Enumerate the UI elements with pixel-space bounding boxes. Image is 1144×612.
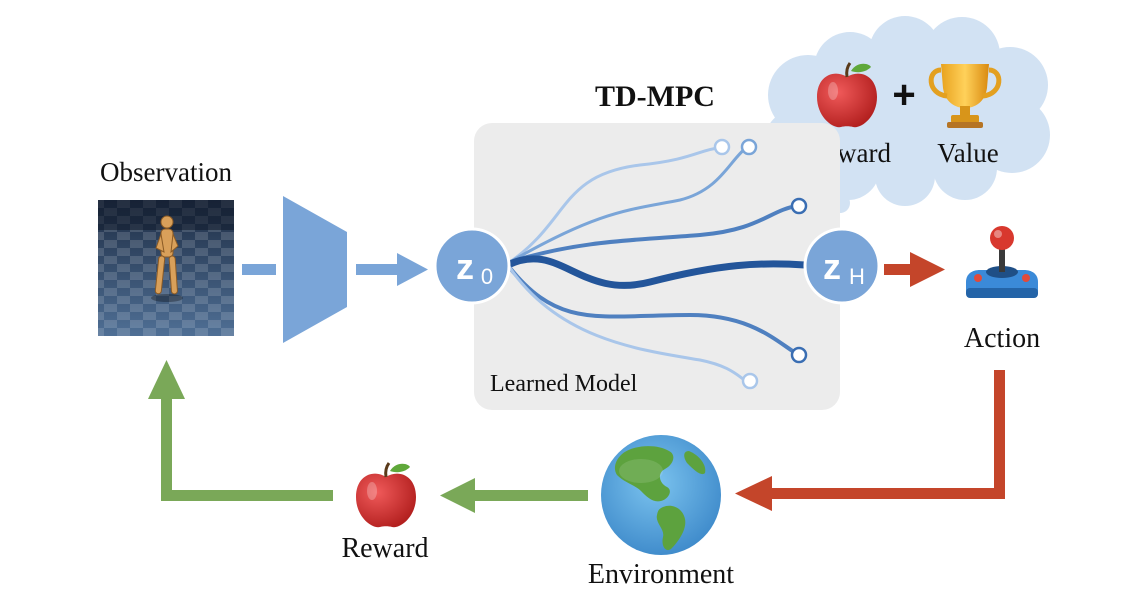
joystick-icon: [966, 226, 1038, 298]
endpoint-light-bottom: [741, 372, 759, 390]
endpoint-mid-top: [790, 197, 808, 215]
encoder-to-z0-arrow: [356, 253, 428, 286]
zh-subscript: H: [849, 264, 865, 289]
action-label: Action: [964, 323, 1040, 354]
thought-value-label: Value: [937, 138, 998, 168]
endpoint-light-top-1: [713, 138, 731, 156]
endpoint-light-top-2: [740, 138, 758, 156]
reward-apple-icon: [356, 462, 416, 528]
endpoint-mid-bottom: [790, 346, 808, 364]
reward-to-observation-arrow: [148, 360, 333, 501]
zh-to-action-arrow: [884, 252, 945, 287]
trajectory-light-top-2: [508, 146, 748, 264]
trajectory-main: [504, 255, 809, 289]
plus-sign: +: [892, 73, 915, 117]
trajectory-light-bottom: [508, 266, 748, 383]
obs-to-encoder-connector: [242, 264, 276, 275]
z0-letter: z: [456, 246, 474, 287]
rollout-trajectories: [504, 146, 809, 383]
encoder-trapezoid: [283, 196, 347, 343]
latent-zh-node: z H: [803, 227, 881, 305]
apple-icon: [817, 62, 877, 128]
diagram-title: TD-MPC: [595, 80, 715, 113]
action-to-environment-arrow: [735, 370, 1005, 511]
humanoid-figure: [154, 215, 179, 295]
observation-label: Observation: [100, 157, 232, 187]
z0-subscript: 0: [481, 264, 493, 289]
trajectory-endpoints: [713, 138, 808, 390]
learned-model-label: Learned Model: [490, 371, 638, 397]
trophy-icon: [928, 64, 1002, 128]
environment-to-reward-arrow: [440, 478, 588, 513]
reward-label: Reward: [341, 533, 428, 564]
humanoid-checkerboard-image: [98, 200, 234, 336]
trajectory-light-top-1: [508, 146, 720, 264]
learned-model-panel: [474, 123, 840, 410]
latent-z0-node: z 0: [433, 227, 511, 305]
zh-letter: z: [823, 246, 841, 287]
trajectory-mid-top: [508, 204, 799, 264]
environment-label: Environment: [588, 559, 734, 590]
trajectory-mid-bottom: [508, 266, 799, 356]
globe-icon: [601, 435, 721, 555]
